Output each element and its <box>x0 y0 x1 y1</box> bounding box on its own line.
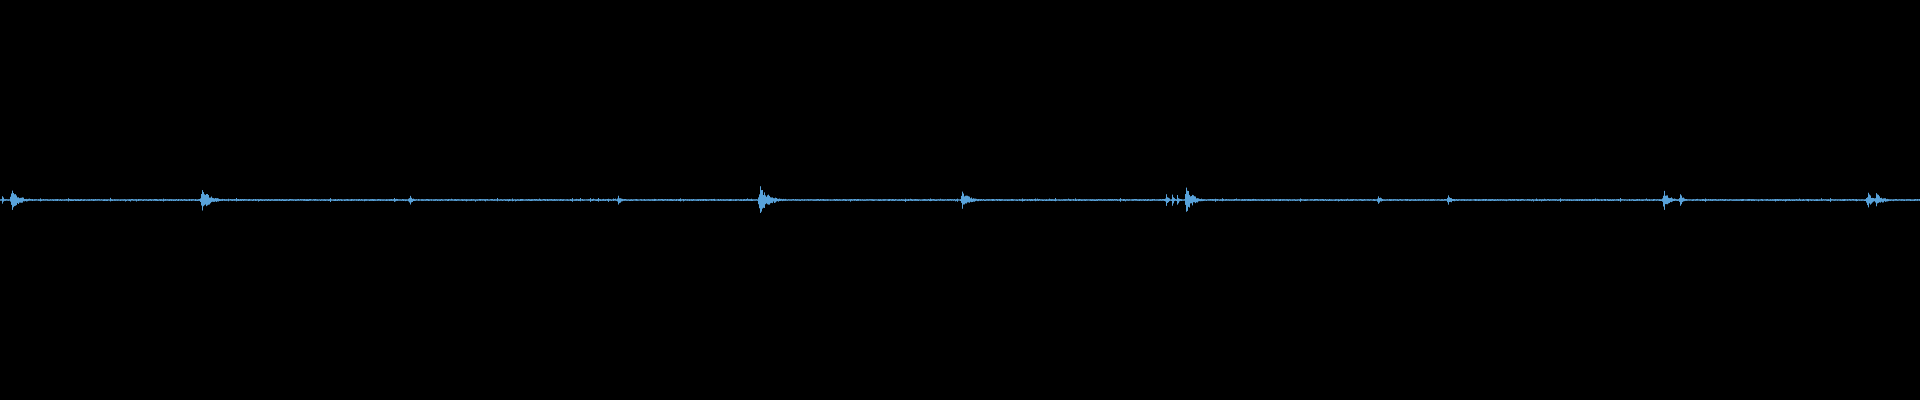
waveform-path <box>0 186 1920 214</box>
